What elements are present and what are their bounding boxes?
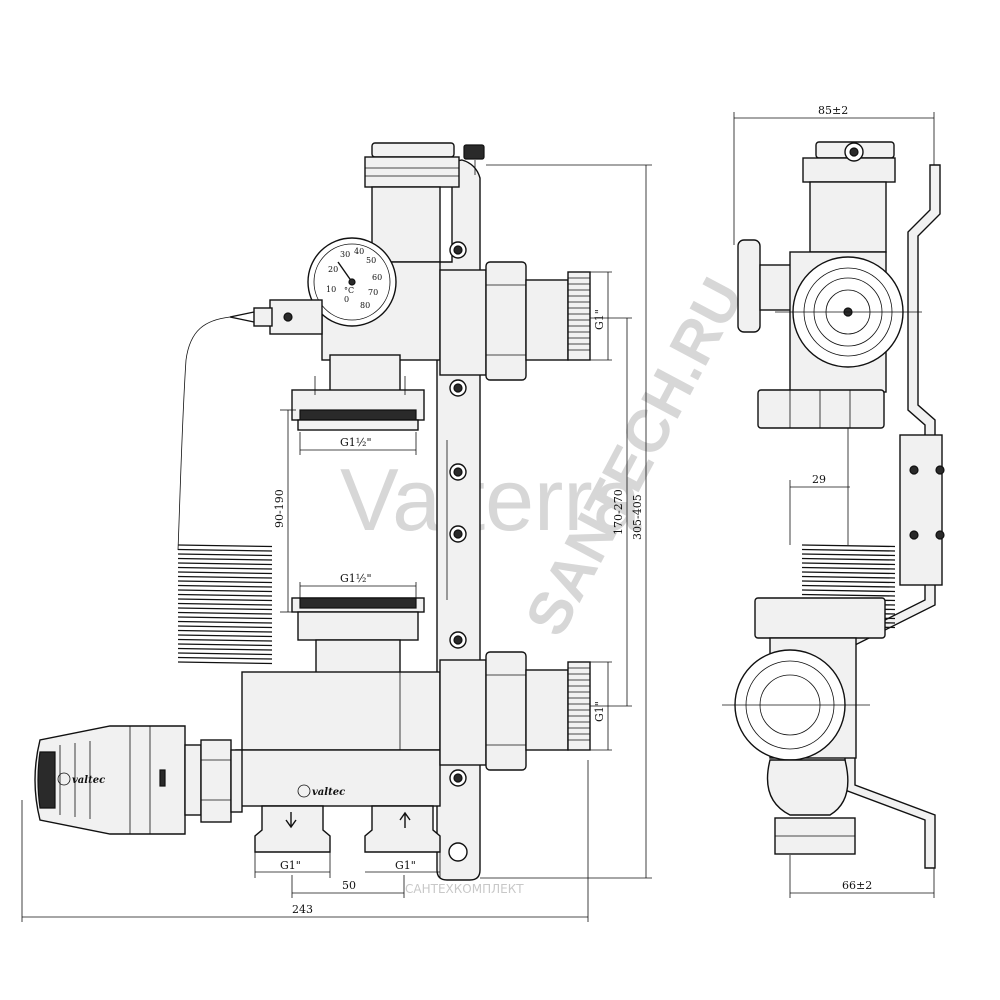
upper-outlet bbox=[439, 261, 591, 381]
gauge-tick-80: 80 bbox=[360, 301, 370, 310]
dimensions-side: 85±2 29 66±2 bbox=[733, 104, 935, 898]
gauge-needle bbox=[337, 261, 353, 283]
label-dim-50: 50 bbox=[342, 879, 356, 892]
gauge-tick-10: 10 bbox=[326, 285, 336, 294]
side-bracket bbox=[844, 164, 945, 869]
label-thread-bottom-left: G1" bbox=[280, 859, 301, 872]
watermark-brand: Valterra bbox=[340, 450, 642, 549]
gauge-tick-30: 30 bbox=[340, 250, 350, 259]
capillary-coil bbox=[177, 544, 273, 665]
label-thread-right-top: G1" bbox=[593, 309, 606, 330]
side-lower-body bbox=[722, 597, 886, 855]
sensor-probe bbox=[177, 299, 323, 551]
side-air-vent bbox=[802, 141, 896, 253]
gauge-unit: °C bbox=[344, 286, 354, 295]
brand-mark-body: valtec bbox=[312, 787, 345, 798]
dimensions-front: G1½" G1½" 90-190 G1" G1" bbox=[21, 164, 652, 922]
flow-arrow-up-icon bbox=[399, 811, 411, 828]
label-dim-243: 243 bbox=[292, 903, 313, 916]
lower-valve-body: valtec bbox=[235, 671, 441, 807]
gauge-tick-40: 40 bbox=[354, 247, 364, 256]
lower-inlet-fitting bbox=[291, 597, 425, 677]
thermometer: 0 10 20 30 40 50 60 70 80 °C bbox=[307, 237, 397, 327]
side-view: 85±2 29 66±2 bbox=[722, 104, 945, 898]
label-dim-66: 66±2 bbox=[842, 879, 872, 892]
watermark-footer: САНТЕХКОМПЛЕКТ bbox=[405, 882, 524, 896]
gauge-tick-60: 60 bbox=[372, 273, 382, 282]
thermostatic-head: valtec bbox=[34, 725, 243, 835]
label-thread-top-left: G1½" bbox=[340, 436, 372, 449]
gauge-tick-70: 70 bbox=[368, 288, 378, 297]
label-thread-lower-left: G1½" bbox=[340, 572, 372, 585]
label-dim-170-270: 170-270 bbox=[612, 489, 625, 535]
brand-mark-head: valtec bbox=[72, 775, 105, 786]
front-view: 0 10 20 30 40 50 60 70 80 °C bbox=[21, 142, 652, 922]
label-dim-85: 85±2 bbox=[818, 104, 848, 117]
mounting-bracket bbox=[436, 159, 481, 881]
label-thread-right-bottom: G1" bbox=[593, 701, 606, 722]
air-vent bbox=[364, 142, 485, 263]
label-dim-305-405: 305-405 bbox=[631, 494, 644, 540]
label-dim-29: 29 bbox=[812, 473, 826, 486]
flow-arrow-down-icon bbox=[285, 812, 297, 829]
bottom-ports bbox=[254, 805, 441, 853]
label-thread-bottom-right: G1" bbox=[395, 859, 416, 872]
gauge-tick-0: 0 bbox=[344, 295, 349, 304]
side-upper-body bbox=[757, 251, 922, 429]
label-dim-90-190: 90-190 bbox=[273, 489, 286, 528]
lower-outlet bbox=[439, 651, 591, 771]
gauge-tick-20: 20 bbox=[328, 265, 338, 274]
gauge-tick-50: 50 bbox=[366, 256, 376, 265]
